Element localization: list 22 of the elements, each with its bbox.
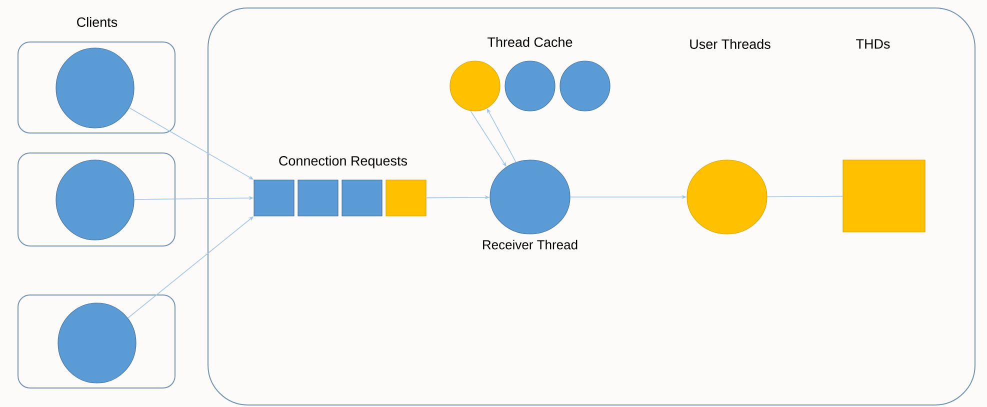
thd-square — [842, 160, 926, 232]
queue-square — [386, 180, 426, 216]
client-circle — [56, 48, 134, 128]
queue-square — [298, 180, 338, 216]
heading-label: Connection Requests — [279, 156, 408, 168]
client-box — [18, 152, 176, 246]
heading-label: Clients — [77, 17, 118, 27]
client-circle — [56, 160, 134, 240]
thread-circle — [504, 60, 556, 112]
client-box — [18, 294, 176, 388]
heading-label: THDs — [856, 39, 890, 49]
queue-square — [254, 180, 294, 216]
heading-label: Thread Cache — [488, 37, 572, 47]
client-circle — [58, 302, 136, 384]
thread-circle — [560, 60, 610, 112]
client-box — [18, 42, 176, 134]
thread-circle — [450, 60, 500, 112]
heading-label: User Threads — [690, 39, 770, 49]
user-thread-circle — [686, 160, 768, 234]
queue-square — [342, 180, 382, 216]
server-frame — [208, 8, 976, 406]
node-label: Receiver Thread — [483, 240, 578, 250]
